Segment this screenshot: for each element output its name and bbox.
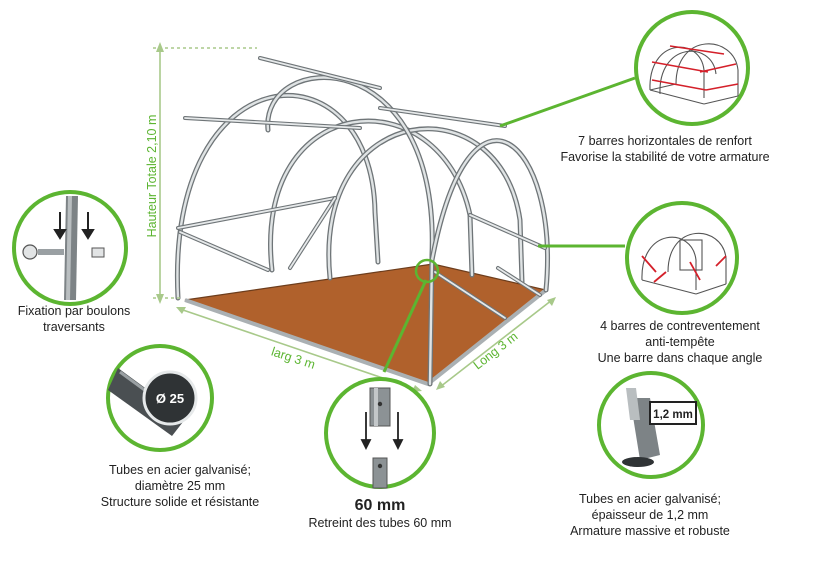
tube-diameter-caption: Tubes en acier galvanisé; diamètre 25 mm…	[70, 462, 290, 510]
greenhouse-floor	[184, 263, 548, 385]
bracing-bars-caption: 4 barres de contreventement anti-tempête…	[560, 318, 800, 366]
bolts-line-1: Fixation par boulons	[17, 304, 131, 318]
horizontal-bars-callout	[634, 10, 750, 126]
tube-with-bolt-icon	[22, 196, 105, 300]
diameter-badge: Ø 25	[156, 391, 184, 406]
mini-greenhouse-bracing-icon	[641, 232, 727, 295]
tube-thickness-callout: 1,2 mm	[597, 371, 705, 479]
greenhouse-frame	[174, 56, 550, 387]
joint-highlight-circle	[414, 258, 440, 284]
horizontal-bars-line-2: Favorise la stabilité de votre armature	[560, 150, 770, 164]
tube-shrink-line-1: Retreint des tubes 60 mm	[308, 516, 452, 530]
tube-thickness-caption: Tubes en acier galvanisé; épaisseur de 1…	[540, 491, 760, 539]
bracing-bars-callout	[625, 201, 739, 315]
tube-diameter-callout: Ø 25	[106, 344, 214, 452]
horizontal-bars-line-1: 7 barres horizontales de renfort	[578, 134, 752, 148]
length-dimension-line	[436, 297, 556, 390]
horizontal-bars-caption: 7 barres horizontales de renfort Favoris…	[540, 133, 790, 165]
tube-shrink-value: 60 mm	[354, 497, 406, 514]
tube-diameter-line-3: Structure solide et résistante	[100, 495, 260, 509]
tube-thickness-line-1: Tubes en acier galvanisé;	[579, 492, 721, 506]
tube-thickness-line-2: épaisseur de 1,2 mm	[591, 508, 709, 522]
thickness-badge: 1,2 mm	[653, 409, 693, 421]
tube-shrink-caption: 60 mm Retreint des tubes 60 mm	[280, 496, 480, 531]
bracing-bars-line-1: 4 barres de contreventement	[600, 319, 760, 333]
bolts-line-2: traversants	[43, 320, 105, 334]
tube-diameter-line-1: Tubes en acier galvanisé;	[109, 463, 251, 477]
bracing-bars-line-3: Une barre dans chaque angle	[597, 351, 763, 365]
bracing-bars-line-2: anti-tempête	[645, 335, 715, 349]
leader-line-horizontal-bars	[499, 76, 636, 128]
height-dimension-line	[153, 42, 257, 304]
arrow-down-icon	[360, 412, 404, 451]
height-label: Hauteur Totale 2,10 m	[145, 115, 159, 238]
bolts-callout	[12, 190, 128, 306]
tube-shrink-callout	[324, 377, 436, 489]
leader-line-tube-shrink	[382, 279, 428, 373]
bolts-caption: Fixation par boulons traversants	[0, 303, 148, 335]
tube-thickness-line-3: Armature massive et robuste	[570, 524, 730, 538]
tube-diameter-line-2: diamètre 25 mm	[134, 479, 226, 493]
arrow-down-icon	[53, 212, 95, 240]
width-label: larg 3 m	[270, 345, 317, 372]
